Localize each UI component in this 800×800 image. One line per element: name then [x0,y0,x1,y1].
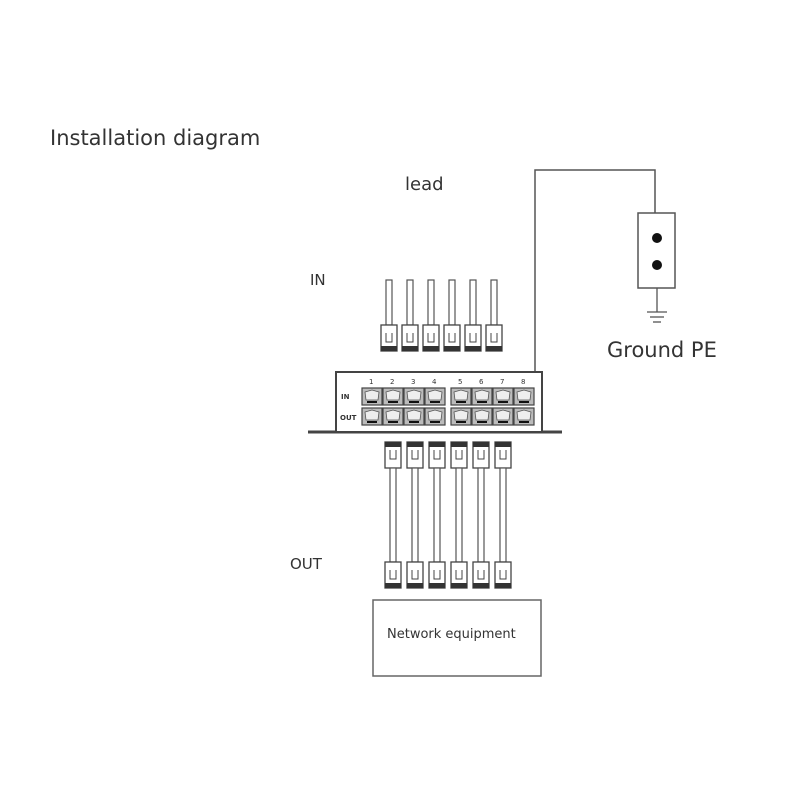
port-in [471,387,493,406]
input-cable [380,279,398,352]
input-cable [443,279,461,352]
port-number: 1 [369,378,373,386]
port-out [403,407,425,426]
port-out [492,407,514,426]
port-out [471,407,493,426]
output-cable [472,441,490,589]
device-out-label: OUT [340,414,357,422]
port-out [424,407,446,426]
port-number: 2 [390,378,394,386]
in-label: IN [310,271,326,289]
network-equipment-box: Network equipment [372,599,542,677]
port-out [450,407,472,426]
lead-label: lead [405,174,444,195]
output-cable [494,441,512,589]
port-in [424,387,446,406]
output-cable [406,441,424,589]
port-number: 6 [479,378,484,386]
port-number: 4 [432,378,437,386]
port-number: 8 [521,378,525,386]
port-number: 3 [411,378,415,386]
port-number: 5 [458,378,462,386]
port-number: 7 [500,378,504,386]
out-label: OUT [290,555,323,573]
port-in [403,387,425,406]
output-cable [450,441,468,589]
ground-lead-wire [534,169,656,372]
ground-symbol-icon [647,288,667,323]
output-cable [384,441,402,589]
port-out [513,407,535,426]
network-equipment-label: Network equipment [387,627,516,642]
diagram-title: Installation diagram [50,126,260,150]
port-in [513,387,535,406]
input-cable [422,279,440,352]
port-in [382,387,404,406]
surge-protector-device: IN OUT 1 2 3 4 5 6 7 8 [308,371,562,434]
port-in [492,387,514,406]
port-in [450,387,472,406]
input-cable [485,279,503,352]
output-cable [428,441,446,589]
input-cable [464,279,482,352]
input-cable [401,279,419,352]
device-in-label: IN [341,393,350,401]
port-out [382,407,404,426]
port-in [361,387,383,406]
ground-pe-label: Ground PE [607,338,717,362]
ground-terminal [637,212,676,289]
port-out [361,407,383,426]
